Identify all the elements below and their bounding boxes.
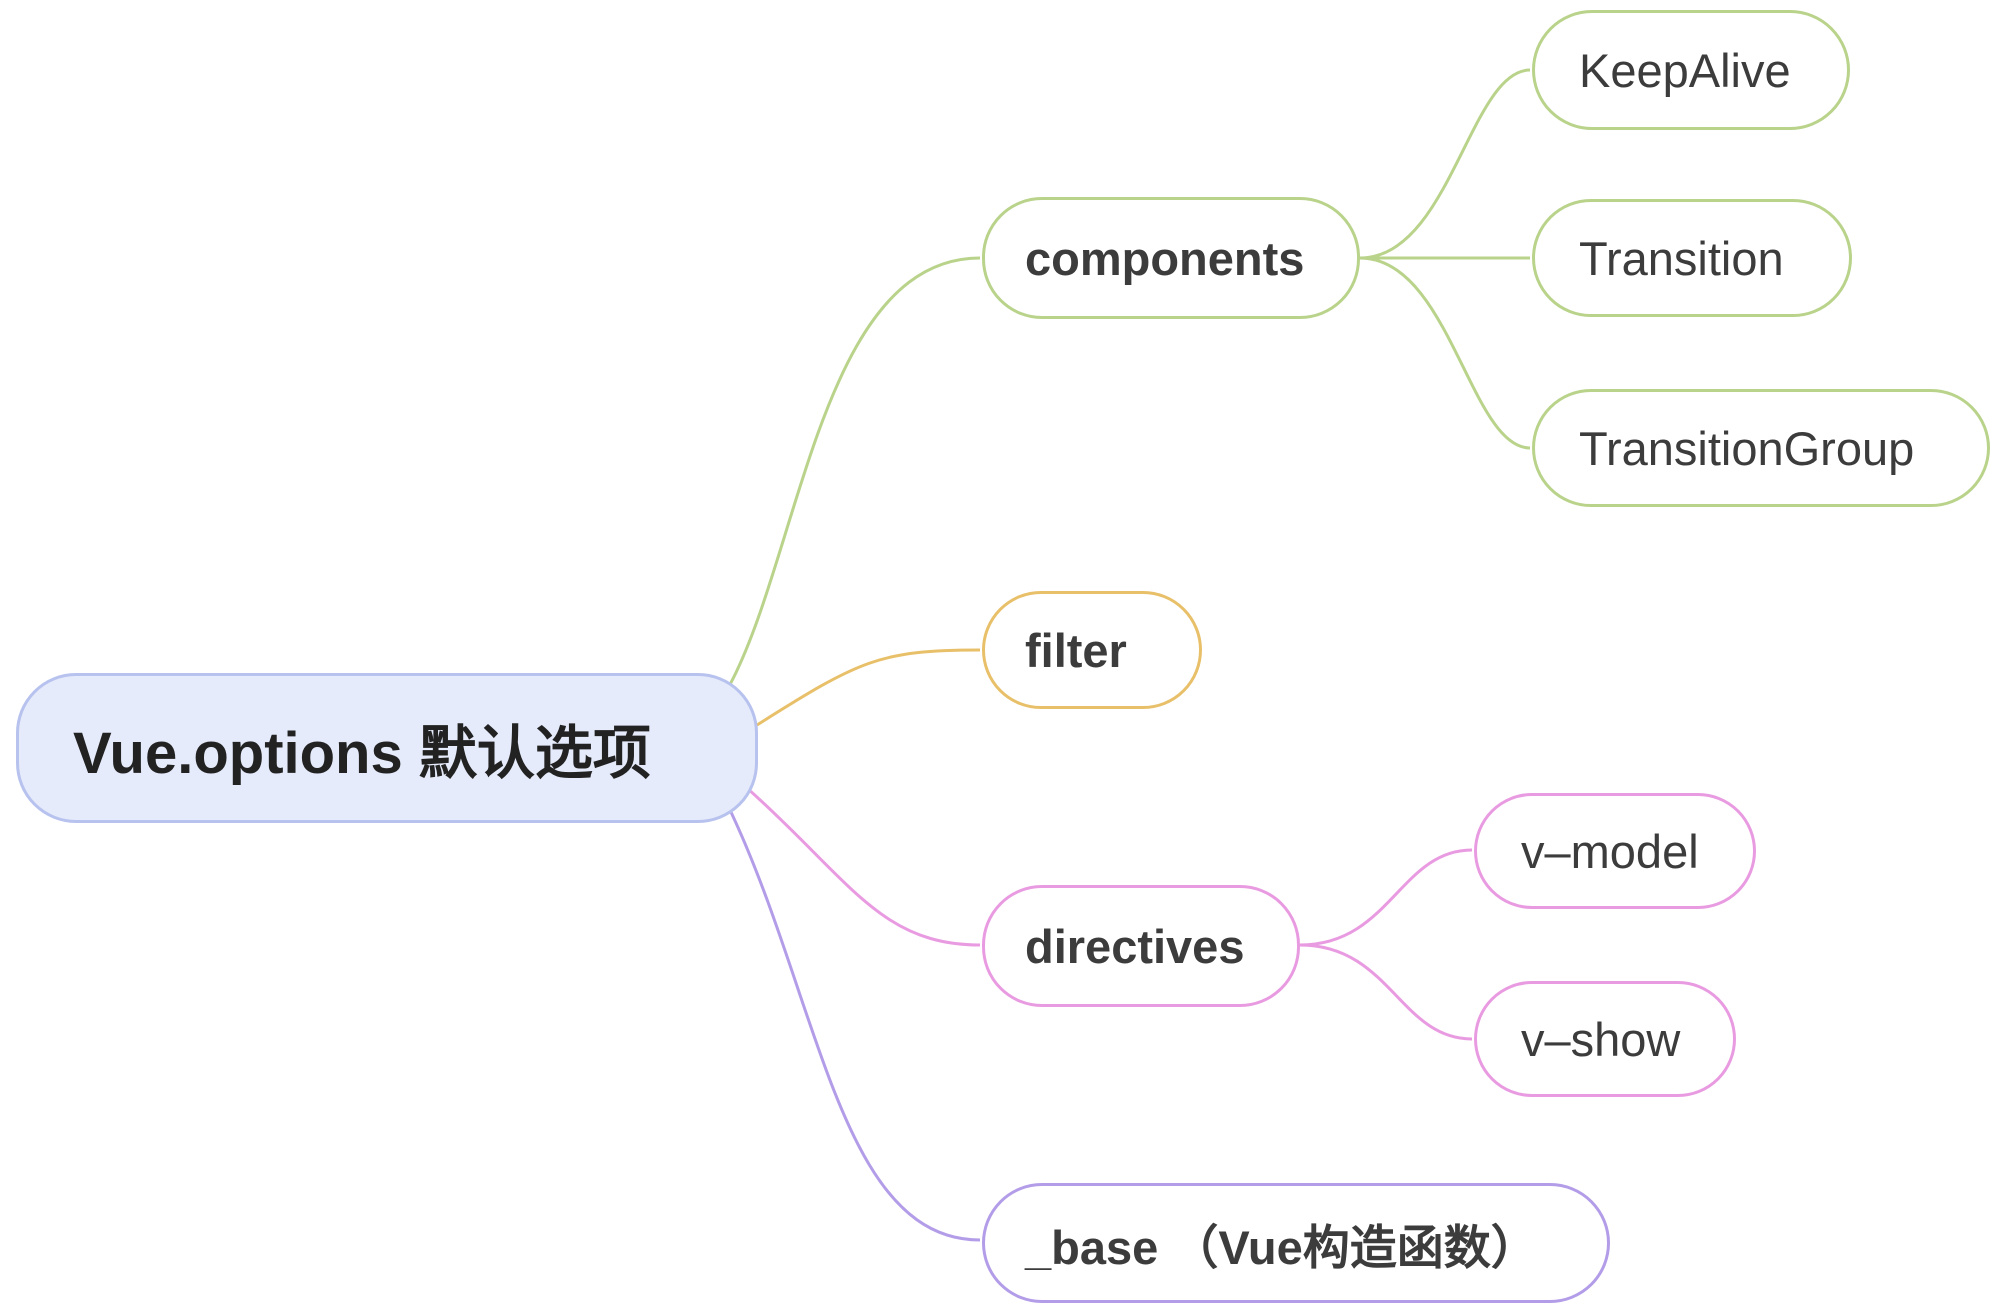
node-components-label: components [1025, 231, 1305, 285]
root-node-label: Vue.options 默认选项 [73, 721, 651, 786]
edge-directives-vshow [1299, 943, 1473, 1041]
node-v-show-label: v–show [1521, 1012, 1681, 1066]
edge-components-keepalive [1359, 68, 1531, 260]
node-base[interactable]: _base （Vue构造函数） [982, 1183, 1610, 1303]
node-directives[interactable]: directives [982, 885, 1300, 1007]
node-v-model[interactable]: v–model [1474, 793, 1756, 909]
node-transition[interactable]: Transition [1532, 199, 1852, 317]
node-base-label: _base （Vue构造函数） [1025, 1220, 1538, 1274]
node-v-show[interactable]: v–show [1474, 981, 1736, 1097]
edge-components-transitiongroup [1359, 256, 1531, 450]
edge-root-base [728, 809, 981, 1242]
node-directives-label: directives [1025, 919, 1245, 973]
node-components[interactable]: components [982, 197, 1360, 319]
node-keepalive-label: KeepAlive [1579, 43, 1791, 97]
node-transitiongroup[interactable]: TransitionGroup [1532, 389, 1990, 507]
edge-root-directives [746, 786, 981, 947]
node-transition-label: Transition [1579, 231, 1784, 285]
edge-root-filter [756, 648, 981, 727]
node-keepalive[interactable]: KeepAlive [1532, 10, 1850, 130]
node-transitiongroup-label: TransitionGroup [1579, 421, 1915, 475]
root-node[interactable]: Vue.options 默认选项 [16, 673, 758, 823]
node-filter-label: filter [1025, 623, 1127, 677]
node-filter[interactable]: filter [982, 591, 1202, 709]
edge-root-components [725, 256, 981, 691]
edge-directives-vmodel [1299, 848, 1473, 947]
node-v-model-label: v–model [1521, 824, 1699, 878]
